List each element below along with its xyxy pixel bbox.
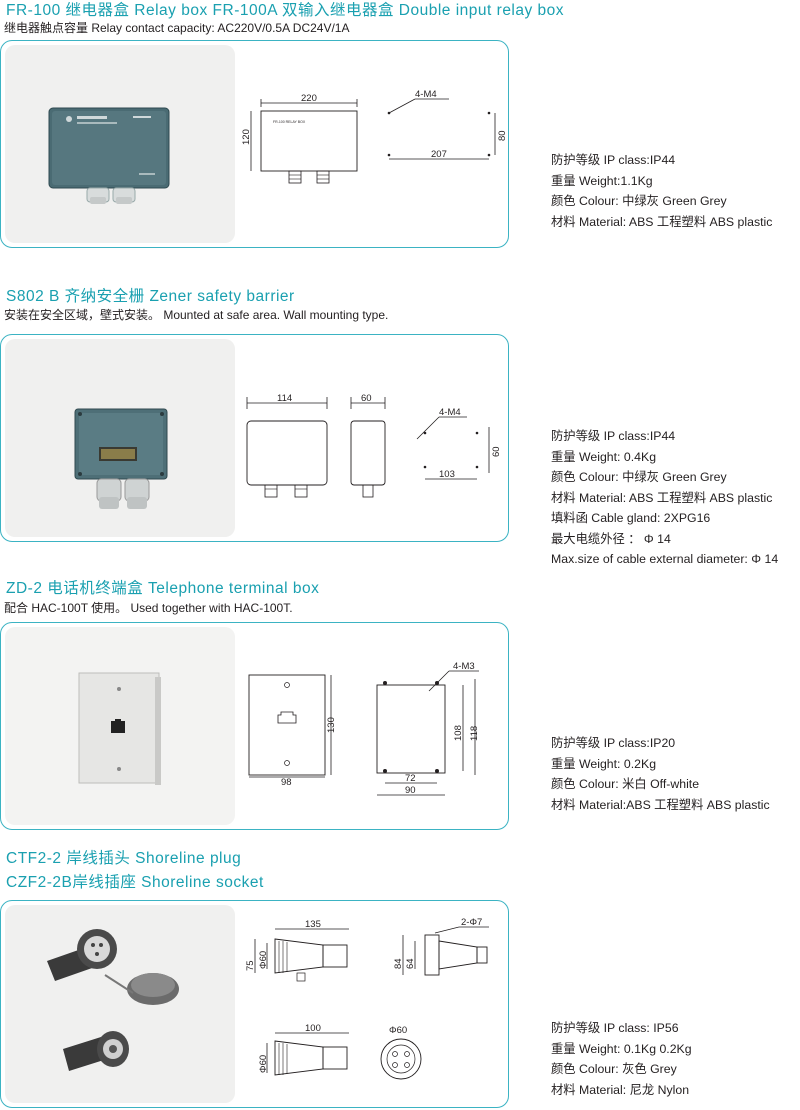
section-title-zener-barrier: S802 B 齐纳安全栅 Zener safety barrier — [6, 288, 295, 305]
spec-material: 材料 Material: 尼龙 Nylon — [551, 1082, 690, 1097]
section-title-shoreline-plug: CTF2-2 岸线插头 Shoreline plug — [6, 850, 242, 867]
spec-list-telephone-box: 防护等级 IP class:IP20 重量 Weight: 0.2Kg 颜色 C… — [551, 733, 770, 815]
phone-body-width-dim: 90 — [405, 785, 416, 796]
section-subtitle-telephone-box: 配合 HAC-100T 使用。 Used together with HAC-1… — [4, 601, 293, 615]
product-photo-zener-barrier — [5, 339, 235, 537]
relay-height-dim: 120 — [241, 129, 252, 145]
section-title-relay-box: FR-100 继电器盒 Relay box FR-100A 双输入继电器盒 Do… — [6, 2, 565, 19]
spec-weight: 重量 Weight:1.1Kg — [551, 173, 653, 188]
dimension-drawing-telephone-box: 98 130 4-M3 72 90 108 118 — [248, 661, 480, 796]
barrier-holes-label: 4-M4 — [439, 407, 461, 418]
phone-hole-height-dim: 108 — [453, 725, 464, 741]
phone-height-dim: 130 — [326, 717, 337, 733]
relay-hole-height-dim: 80 — [497, 130, 507, 141]
spec-weight: 重量 Weight: 0.4Kg — [551, 449, 657, 464]
face-diameter-dim: Φ60 — [389, 1025, 407, 1036]
section-subtitle-zener-barrier: 安装在安全区域，壁式安装。 Mounted at safe area. Wall… — [4, 308, 389, 322]
spec-material: 材料 Material:ABS 工程塑料 ABS plastic — [551, 797, 770, 812]
section-title-shoreline-socket: CZF2-2B岸线插座 Shoreline socket — [6, 874, 264, 891]
phone-holes-label: 4-M3 — [453, 661, 475, 672]
spec-weight: 重量 Weight: 0.1Kg 0.2Kg — [551, 1041, 692, 1056]
spec-colour: 颜色 Colour: 灰色 Grey — [551, 1062, 677, 1076]
spec-ip-class: 防护等级 IP class:IP44 — [551, 429, 676, 443]
spec-colour: 颜色 Colour: 中绿灰 Green Grey — [551, 470, 727, 484]
spec-ip-class: 防护等级 IP class:IP20 — [551, 736, 676, 750]
spec-list-zener-barrier: 防护等级 IP class:IP44 重量 Weight: 0.4Kg 颜色 C… — [551, 426, 778, 570]
plug-diameter-dim: Φ60 — [258, 951, 269, 969]
spec-cable-diameter-en: Max.size of cable external diameter: Φ 1… — [551, 552, 779, 566]
plug-height-dim: 75 — [245, 960, 256, 971]
phone-body-height-dim: 118 — [469, 726, 480, 741]
socket-inner-height-dim: 64 — [405, 958, 416, 969]
dimension-drawing-shoreline: 135 75 Φ60 2-Φ7 84 64 100 Φ60 Φ60 — [245, 917, 489, 1080]
spec-colour: 颜色 Colour: 米白 Off-white — [551, 777, 700, 791]
barrier-hole-height-dim: 60 — [491, 446, 502, 457]
spec-material: 材料 Material: ABS 工程塑料 ABS plastic — [551, 214, 773, 229]
barrier-hole-width-dim: 103 — [439, 469, 455, 480]
relay-hole-width-dim: 207 — [431, 149, 447, 160]
spec-material: 材料 Material: ABS 工程塑料 ABS plastic — [551, 490, 773, 505]
relay-holes-label: 4-M4 — [415, 89, 437, 100]
spec-cable-gland: 填料函 Cable gland: 2XPG16 — [551, 511, 711, 525]
relay-width-dim: 220 — [301, 93, 317, 104]
plug2-length-dim: 100 — [305, 1023, 321, 1034]
spec-colour: 颜色 Colour: 中绿灰 Green Grey — [551, 194, 727, 208]
phone-hole-width-dim: 72 — [405, 773, 416, 784]
product-photo-shoreline — [5, 905, 235, 1103]
spec-list-shoreline: 防护等级 IP class: IP56 重量 Weight: 0.1Kg 0.2… — [551, 1018, 692, 1100]
dimension-drawing-zener-barrier: 114 60 4-M4 103 60 — [246, 393, 502, 498]
product-panel-shoreline: 135 75 Φ60 2-Φ7 84 64 100 Φ60 Φ60 — [0, 900, 509, 1108]
product-photo-relay-box — [5, 45, 235, 243]
section-subtitle-relay-box: 继电器触点容量 Relay contact capacity: AC220V/0… — [4, 21, 350, 35]
product-panel-relay-box: 220 120 FR-100 RELAY BOX 4-M4 207 80 — [0, 40, 509, 248]
spec-ip-class: 防护等级 IP class: IP56 — [551, 1021, 679, 1035]
socket-height-dim: 84 — [393, 958, 404, 969]
product-panel-zener-barrier: 114 60 4-M4 103 60 — [0, 334, 509, 542]
spec-ip-class: 防护等级 IP class:IP44 — [551, 153, 676, 167]
product-panel-telephone-box: 98 130 4-M3 72 90 108 118 — [0, 622, 509, 830]
plug-length-dim: 135 — [305, 919, 321, 930]
spec-cable-diameter-cn: 最大电缆外径 ： Φ 14 — [551, 531, 671, 546]
relay-device-label: FR-100 RELAY BOX — [273, 120, 306, 124]
barrier-width-dim: 114 — [277, 393, 292, 404]
section-title-telephone-box: ZD-2 电话机终端盒 Telephone terminal box — [6, 580, 320, 597]
dimension-drawing-relay-box: 220 120 FR-100 RELAY BOX 4-M4 207 80 — [241, 89, 507, 184]
product-photo-telephone-box — [5, 627, 235, 825]
plug2-diameter-dim: Φ60 — [258, 1055, 269, 1073]
spec-list-relay-box: 防护等级 IP class:IP44 重量 Weight:1.1Kg 颜色 Co… — [551, 150, 772, 232]
barrier-depth-dim: 60 — [361, 393, 372, 404]
socket-holes-label: 2-Φ7 — [461, 917, 482, 928]
spec-weight: 重量 Weight: 0.2Kg — [551, 756, 657, 771]
phone-width-dim: 98 — [281, 777, 292, 788]
